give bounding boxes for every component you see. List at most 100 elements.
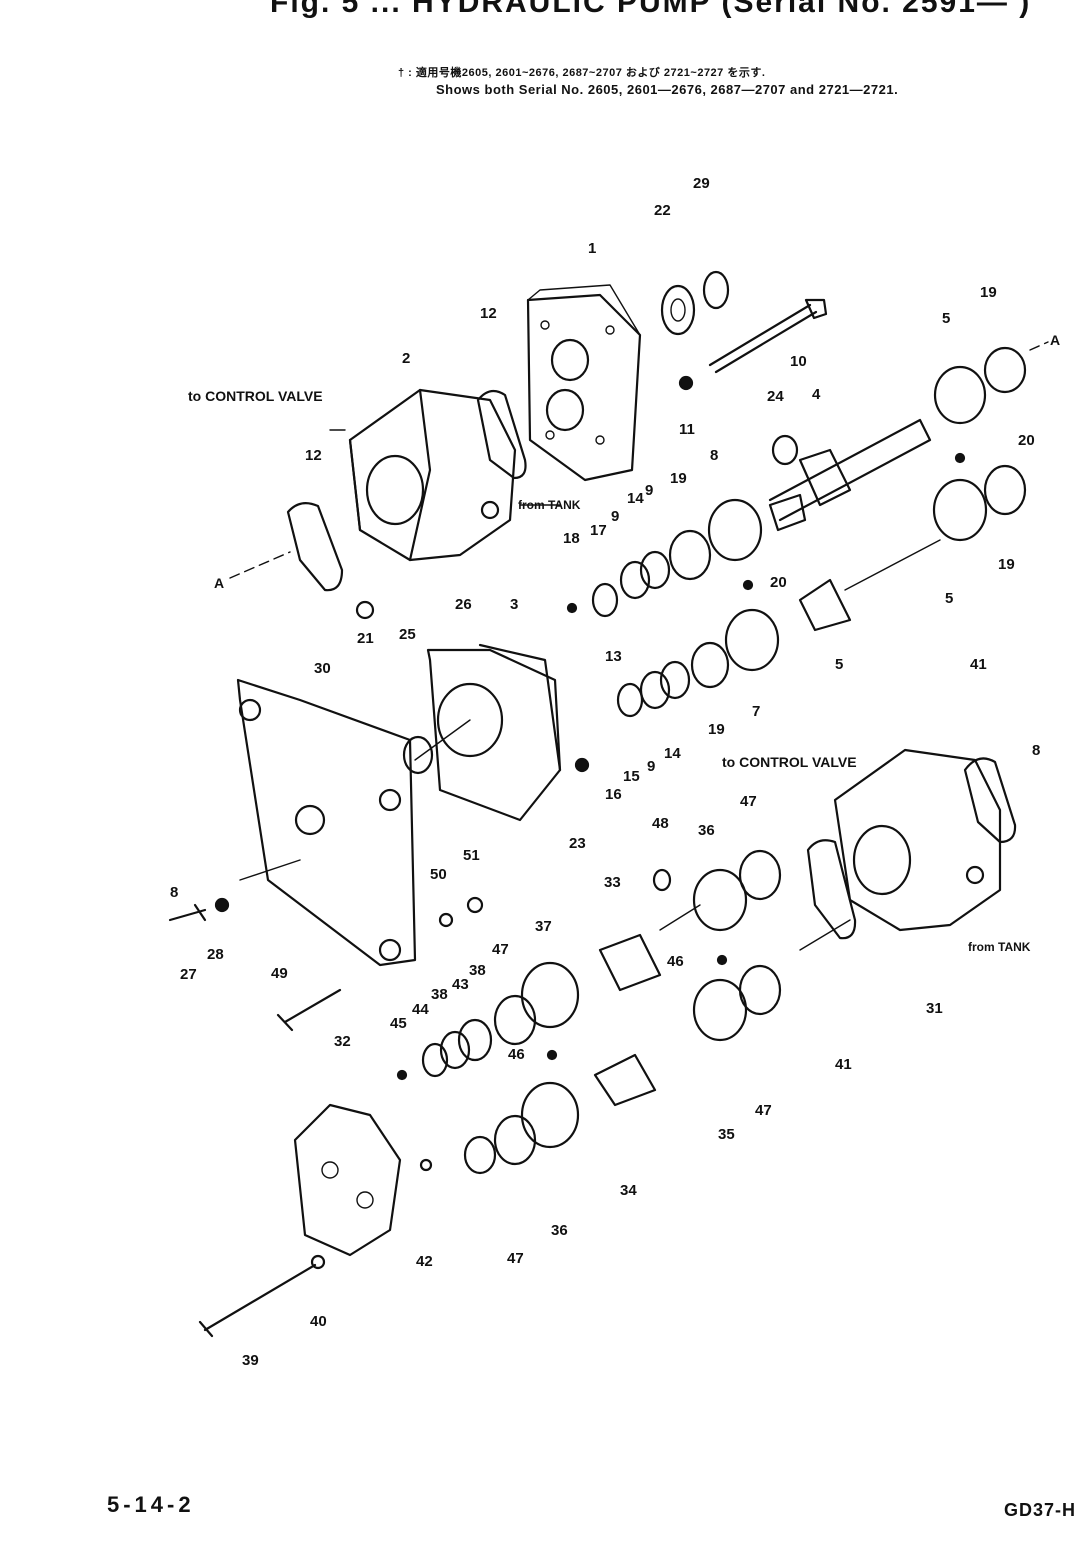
label-to-control-valve-2: to CONTROL VALVE <box>722 754 857 770</box>
callout-36: 36 <box>698 822 715 839</box>
callout-38b: 38 <box>431 986 448 1003</box>
callout-27: 27 <box>180 966 197 983</box>
part-bushing-19a <box>983 346 1027 394</box>
callout-51: 51 <box>463 847 480 864</box>
part-seal-stack-upper <box>566 498 763 618</box>
callout-17: 17 <box>590 522 607 539</box>
callout-5c: 5 <box>835 656 844 673</box>
callout-19d: 19 <box>708 721 725 738</box>
callout-16: 16 <box>605 786 622 803</box>
callout-11: 11 <box>679 421 695 438</box>
part-bushing-19b <box>983 464 1027 516</box>
callout-5: 5 <box>942 310 951 327</box>
callout-47b: 47 <box>492 941 509 958</box>
callout-36b: 36 <box>551 1222 568 1239</box>
callout-39: 39 <box>242 1352 259 1369</box>
callout-21: 21 <box>357 630 374 647</box>
callout-47: 47 <box>740 793 757 810</box>
callout-29: 29 <box>693 175 710 192</box>
callout-30: 30 <box>314 660 331 677</box>
callout-35: 35 <box>718 1126 735 1143</box>
callout-9b: 9 <box>611 508 620 525</box>
part-pump-body-31 <box>833 748 1002 932</box>
callout-47c: 47 <box>755 1102 772 1119</box>
callout-28: 28 <box>207 946 224 963</box>
callout-25: 25 <box>399 626 416 643</box>
callout-9c: 9 <box>647 758 656 775</box>
part-bolt-27 <box>168 903 207 922</box>
callout-20: 20 <box>1018 432 1035 449</box>
serial-note-en: Shows both Serial No. 2605, 2601—2676, 2… <box>436 82 899 97</box>
page-number: 5-14-2 <box>107 1492 195 1517</box>
label-from-tank-2: from TANK <box>968 940 1031 954</box>
part-ring-24 <box>771 434 799 466</box>
callout-41b: 41 <box>835 1056 852 1073</box>
part-ring-48 <box>652 868 672 892</box>
callout-19b: 19 <box>670 470 687 487</box>
callout-19c: 19 <box>998 556 1015 573</box>
callout-33: 33 <box>604 874 621 891</box>
callout-45: 45 <box>390 1015 407 1032</box>
part-bolt-39 <box>198 1263 317 1338</box>
part-seal-stack-38 <box>396 1018 493 1081</box>
callout-23: 23 <box>569 835 586 852</box>
callout-42: 42 <box>416 1253 433 1270</box>
callout-7: 7 <box>752 703 761 720</box>
part-bolt-49 <box>276 988 342 1032</box>
serial-note-jp: † : 適用号機2605, 2601~2676, 2687~2707 および 2… <box>398 67 766 79</box>
part-o-ring-12a <box>476 389 527 480</box>
callout-49: 49 <box>271 965 288 982</box>
callout-10: 10 <box>790 353 807 370</box>
part-cover-plate <box>526 284 642 482</box>
part-plug-21 <box>355 600 375 620</box>
part-o-ring-41a <box>963 757 1017 844</box>
callout-12: 12 <box>480 305 497 322</box>
label-to-control-valve-1: to CONTROL VALVE <box>188 388 323 404</box>
callout-8c: 8 <box>170 884 179 901</box>
part-bearing-22 <box>660 284 696 336</box>
part-end-cover-32 <box>293 1103 402 1257</box>
part-bushing-5a <box>933 365 987 425</box>
callout-9: 9 <box>645 482 654 499</box>
callout-46: 46 <box>667 953 684 970</box>
part-bushing-5b <box>932 478 988 542</box>
callout-8: 8 <box>710 447 719 464</box>
callout-37: 37 <box>535 918 552 935</box>
page-title: Fig. 5 ... HYDRAULIC PUMP (Serial No. 25… <box>270 0 1032 19</box>
callout-47d: 47 <box>507 1250 524 1267</box>
part-seal-stack-lower <box>616 608 780 718</box>
callout-19: 19 <box>980 284 997 301</box>
callout-38: 38 <box>469 962 486 979</box>
callout-2: 2 <box>402 350 411 367</box>
part-drive-shaft-4 <box>768 418 932 532</box>
callout-5b: 5 <box>945 590 954 607</box>
part-washer-40 <box>310 1254 326 1270</box>
part-pump-body-2 <box>348 388 517 562</box>
part-gear-5 <box>798 578 852 632</box>
callout-20b: 20 <box>770 574 787 591</box>
part-pin-42 <box>419 1158 433 1172</box>
callout-22: 22 <box>654 202 671 219</box>
callout-4: 4 <box>812 386 821 403</box>
part-o-ring-41b <box>806 839 857 940</box>
callout-50: 50 <box>430 866 447 883</box>
callout-8b: 8 <box>1032 742 1041 759</box>
callout-15: 15 <box>623 768 640 785</box>
part-washer-50 <box>438 912 454 928</box>
callout-32: 32 <box>334 1033 351 1050</box>
callout-14: 14 <box>627 490 644 507</box>
part-pin-23 <box>574 757 590 773</box>
document-code: GD37-H <box>1004 1500 1077 1520</box>
part-nut-51 <box>466 896 484 914</box>
callout-18: 18 <box>563 530 580 547</box>
callout-14b: 14 <box>664 745 681 762</box>
part-o-ring-12b <box>286 501 344 592</box>
callout-1: 1 <box>588 240 597 257</box>
part-pin-11 <box>678 375 694 391</box>
part-bolt-10 <box>708 298 828 374</box>
part-washer-28 <box>214 897 230 913</box>
callout-34: 34 <box>620 1182 637 1199</box>
label-from-tank-1: from TANK <box>518 498 581 512</box>
callout-40: 40 <box>310 1313 327 1330</box>
